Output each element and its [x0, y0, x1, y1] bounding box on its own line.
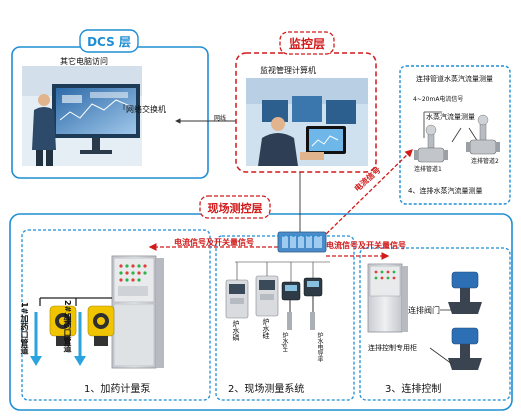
- monitor-layer-tag: [279, 31, 335, 55]
- monitor-layer-title: 监控层: [288, 37, 325, 51]
- continuous-valve-1: [448, 271, 482, 314]
- steam-box: [399, 65, 511, 205]
- phosphate-label: 炉水磷: [232, 320, 240, 341]
- steam-pipe1-label: 连排管道1: [414, 166, 442, 173]
- dcs-layer-title: DCS 层: [87, 35, 131, 49]
- dosing-pipe1-label: 1#加药口管道: [20, 302, 29, 355]
- pipe-1-arrow-icon: [30, 356, 42, 366]
- silicon-analyzer: [255, 275, 279, 317]
- steam-pipe2-label: 连排管道2: [471, 158, 499, 165]
- dosing-cabinet: [111, 255, 164, 369]
- ph-label: 炉水pH: [281, 332, 288, 353]
- pipe-2-arrow-icon: [74, 356, 86, 366]
- dosing-pump-2: [87, 305, 115, 346]
- silicon-label: 炉水硅: [262, 318, 270, 339]
- dosing-pump-1: [49, 305, 77, 346]
- continuous-valve-label: 连排阀门: [408, 306, 440, 315]
- phosphate-analyzer: [225, 279, 249, 319]
- dosing-pipe2-label: 2#加药口管道: [63, 300, 72, 353]
- io-module: [277, 231, 327, 253]
- steam-flowmeter-2: [466, 114, 500, 155]
- field-layer-title: 现场测控层: [207, 202, 263, 215]
- steam-meter-label: 水蒸汽流量测量: [426, 113, 475, 121]
- left-signal-label: 电流信号及开关量信号: [174, 238, 254, 247]
- continuous-box: [359, 247, 511, 401]
- measure-caption: 2、现场测量系统: [228, 384, 305, 395]
- steam-caption: 4、连排水蒸汽流量测量: [408, 187, 483, 195]
- dosing-box: [21, 229, 211, 401]
- conductivity-label: 炉水电导率: [316, 332, 323, 362]
- continuous-caption: 3、连排控制: [385, 384, 442, 395]
- field-layer-tag: [199, 195, 271, 219]
- steam-flowmeter-1: [414, 124, 448, 163]
- steam-signal-line: [321, 149, 413, 239]
- continuous-valve-2: [448, 327, 482, 370]
- steam-signal-label: 4~20mA电流信号: [413, 96, 464, 103]
- monitor-photo: [246, 78, 368, 166]
- monitor-computer-label: 监视管理计算机: [260, 66, 316, 75]
- dosing-caption: 1、加药计量泵: [84, 384, 151, 395]
- ph-meter: [281, 281, 301, 330]
- network-line-label: 网线: [214, 115, 227, 122]
- right-signal-label: 电流信号及开关量信号: [326, 241, 406, 250]
- dcs-layer-tag: [79, 29, 139, 53]
- continuous-cabinet-label: 连排控制专用柜: [368, 344, 417, 352]
- network-switch-label: 网络交换机: [126, 105, 166, 114]
- measure-box: [215, 235, 355, 401]
- dcs-photo: [22, 66, 142, 166]
- continuous-cabinet: [367, 263, 408, 333]
- other-computers-label: 其它电脑访问: [60, 57, 108, 66]
- steam-title-label: 连排管道水蒸汽流量测量: [416, 75, 493, 83]
- conductivity-meter: [303, 277, 323, 330]
